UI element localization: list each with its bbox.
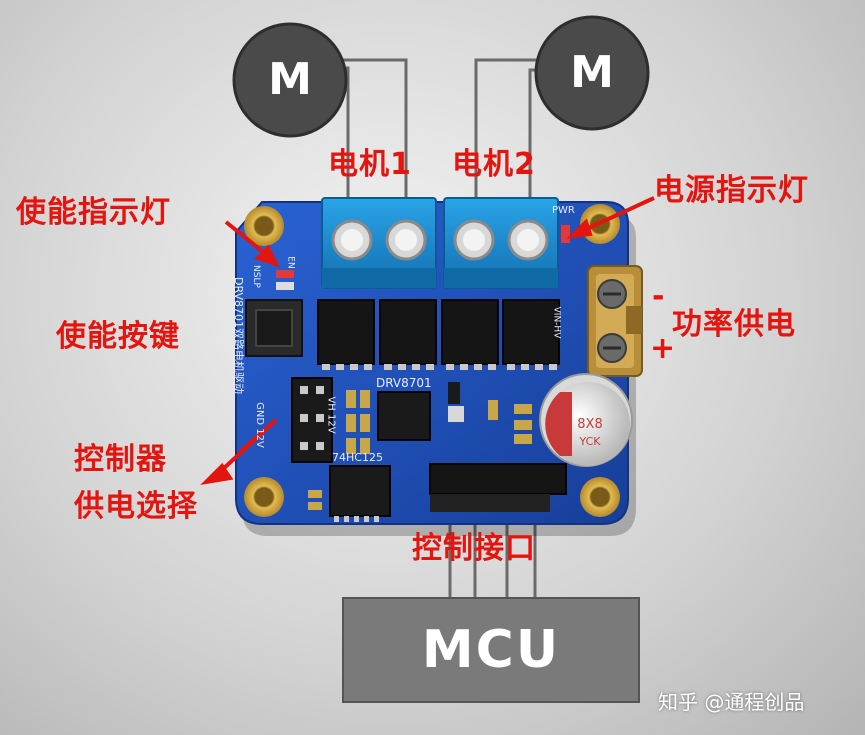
motor-1-letter: M bbox=[268, 54, 312, 105]
enable-led bbox=[276, 270, 294, 278]
motor-2-letter: M bbox=[570, 47, 614, 98]
mcu-box bbox=[342, 597, 640, 703]
silk-pwr: PWR bbox=[552, 205, 575, 216]
silk-drv8701: DRV8701 bbox=[376, 376, 432, 390]
drv8701-chip bbox=[377, 391, 431, 441]
silk-vin-hv: VIN-HV bbox=[551, 306, 562, 339]
power-led bbox=[561, 225, 570, 243]
enable-led-label: 使能指示灯 bbox=[16, 195, 171, 230]
motor-1 bbox=[232, 22, 348, 138]
capacitor-value: 8X8 bbox=[577, 417, 603, 432]
passives bbox=[308, 382, 532, 510]
controller-supply-label-line2: 供电选择 bbox=[74, 489, 198, 524]
electrolytic-capacitor bbox=[539, 373, 633, 467]
motor-2-label: 电机2 bbox=[452, 147, 536, 182]
power-connector bbox=[587, 265, 643, 377]
mosfets bbox=[317, 299, 560, 365]
silk-nslp: NSLP bbox=[250, 265, 261, 288]
watermark: 知乎 @通程创品 bbox=[658, 690, 805, 714]
capacitor-brand: YCK bbox=[579, 435, 601, 448]
enable-button bbox=[245, 299, 303, 357]
silk-side-text: DRV8701双路电机驱动 bbox=[232, 276, 246, 395]
supply-jumper bbox=[291, 377, 333, 463]
power-led-label: 电源指示灯 bbox=[654, 173, 809, 208]
silk-en: EN bbox=[285, 256, 296, 269]
terminal-motor-2 bbox=[443, 197, 559, 289]
silk-74hc125: 74HC125 bbox=[332, 451, 383, 464]
motor-2 bbox=[534, 15, 650, 131]
annotation-arrows bbox=[200, 196, 655, 485]
control-interface-label: 控制接口 bbox=[412, 531, 536, 566]
74hc125-chip bbox=[329, 465, 391, 517]
motor-1-label: 电机1 bbox=[328, 147, 412, 182]
control-header bbox=[429, 463, 567, 512]
controller-supply-label-line1: 控制器 bbox=[74, 442, 167, 477]
silk-gnd-12v: GND 12V bbox=[253, 402, 265, 448]
terminal-motor-1 bbox=[321, 197, 437, 289]
silk-vh-12v: VH 12V bbox=[325, 396, 337, 434]
power-supply-label: 功率供电 bbox=[672, 307, 796, 342]
plus-sign: + bbox=[650, 331, 677, 366]
enable-button-label: 使能按键 bbox=[56, 319, 180, 354]
minus-sign: - bbox=[652, 279, 666, 314]
mcu-label: MCU bbox=[421, 620, 561, 680]
